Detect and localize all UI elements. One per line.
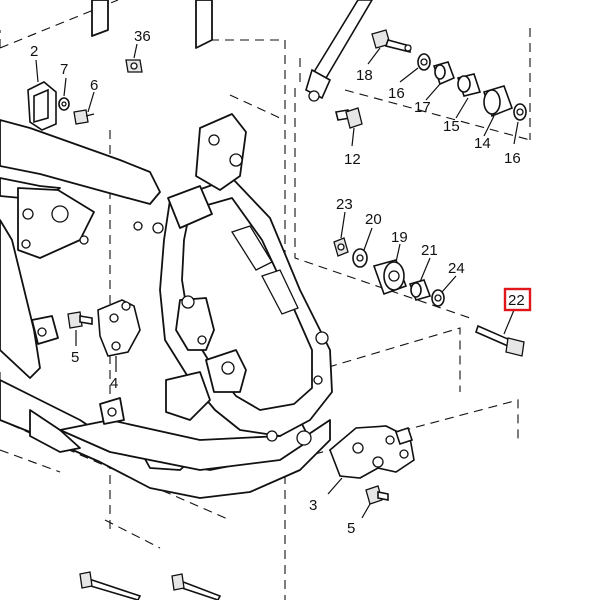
bolt-36 <box>125 43 143 73</box>
washer-16b <box>513 103 527 145</box>
callout-23[interactable]: 23 <box>336 196 353 213</box>
callout-24[interactable]: 24 <box>448 260 465 277</box>
bolt-6 <box>73 91 95 125</box>
bushing-14 <box>482 85 514 137</box>
callout-15[interactable]: 15 <box>443 118 460 135</box>
callout-16-upper[interactable]: 16 <box>388 85 405 102</box>
bushing-19 <box>372 243 408 296</box>
callout-3[interactable]: 3 <box>309 497 317 514</box>
bolt-5-right <box>361 485 389 519</box>
callout-17[interactable]: 17 <box>414 99 431 116</box>
bolt-18 <box>367 29 412 65</box>
collar-17 <box>425 61 456 101</box>
callout-4[interactable]: 4 <box>110 375 118 392</box>
shock-rod <box>305 0 373 102</box>
collar-15 <box>455 73 482 119</box>
callout-12[interactable]: 12 <box>344 151 361 168</box>
bolt-12 <box>335 107 363 147</box>
collar-21 <box>408 257 432 301</box>
callout-labels: 36 2 7 6 18 16 17 15 14 16 12 23 20 19 2… <box>30 28 532 537</box>
callout-18[interactable]: 18 <box>356 67 373 84</box>
callout-16-right[interactable]: 16 <box>504 150 521 167</box>
callout-21[interactable]: 21 <box>421 242 438 259</box>
bolt-22 <box>475 309 525 357</box>
callout-5-right[interactable]: 5 <box>347 520 355 537</box>
callout-2[interactable]: 2 <box>30 43 38 60</box>
bracket-4 <box>97 299 141 372</box>
nut-23 <box>333 211 349 257</box>
callout-14[interactable]: 14 <box>474 135 491 152</box>
callout-22-highlight-box <box>503 287 532 312</box>
callout-36[interactable]: 36 <box>134 28 151 45</box>
motorcycle-frame <box>0 0 333 499</box>
callout-6[interactable]: 6 <box>90 77 98 94</box>
callout-20[interactable]: 20 <box>365 211 382 228</box>
bracket-3 <box>327 425 415 495</box>
callout-22[interactable]: 22 <box>508 292 525 309</box>
washer-24 <box>431 275 457 307</box>
washer-20 <box>352 227 373 268</box>
callout-5-left[interactable]: 5 <box>71 349 79 366</box>
washer-16a <box>399 53 431 83</box>
callout-19[interactable]: 19 <box>391 229 408 246</box>
clamp-2 <box>27 59 57 131</box>
washer-7 <box>58 77 70 111</box>
bolt-5-left <box>67 311 93 346</box>
bottom-bolts <box>79 571 222 600</box>
callout-7[interactable]: 7 <box>60 61 68 78</box>
